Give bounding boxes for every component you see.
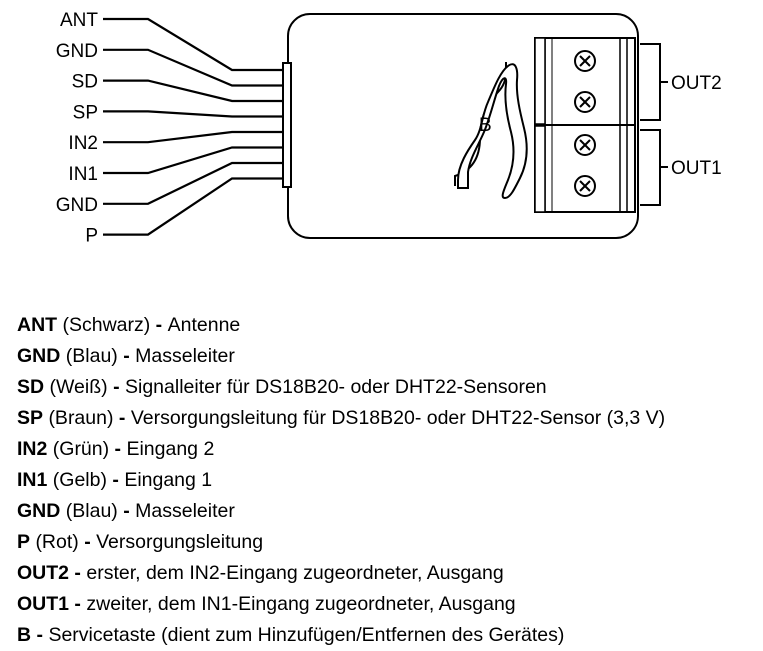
legend-item-out2: OUT2 - erster, dem IN2-Eingang zugeordne…	[17, 558, 665, 589]
legend-code: SD	[17, 376, 45, 398]
legend-wire-color: (Braun)	[48, 407, 114, 429]
legend-code: OUT1	[17, 593, 70, 615]
wire-line-sp-3	[103, 110, 283, 118]
wire-label-gnd-1: GND	[56, 41, 98, 62]
legend-description: erster, dem IN2-Eingang zugeordneter, Au…	[86, 562, 504, 584]
legend-description: Versorgungsleitung für DS18B20- oder DHT…	[130, 407, 666, 429]
legend-separator: -	[107, 376, 125, 398]
terminal-screws	[574, 50, 596, 197]
legend-code: GND	[17, 345, 61, 367]
legend-item-gnd: GND (Blau) - Masseleiter	[17, 496, 665, 527]
legend-code: B	[17, 624, 32, 646]
legend-wire-color: (Rot)	[35, 531, 79, 553]
legend-separator: -	[150, 314, 168, 336]
wire-entry-strip	[282, 62, 292, 188]
legend-code: IN1	[17, 469, 48, 491]
legend-description: Eingang 2	[126, 438, 215, 460]
legend-separator: -	[117, 345, 136, 367]
wire-label-sd-2: SD	[72, 72, 98, 93]
legend-item-in1: IN1 (Gelb) - Eingang 1	[17, 465, 665, 496]
legend-description: Masseleiter	[135, 345, 235, 367]
legend-code: OUT2	[17, 562, 70, 584]
legend-code: GND	[17, 500, 61, 522]
wire-label-ant-0: ANT	[60, 10, 98, 31]
wire-line-p-7	[103, 177, 283, 236]
legend-description: Antenne	[167, 314, 241, 336]
out2-label: OUT2	[671, 73, 722, 94]
wire-label-sp-3: SP	[73, 102, 98, 123]
wire-line-gnd-1	[103, 48, 283, 87]
legend-code: IN2	[17, 438, 48, 460]
legend-code: ANT	[17, 314, 58, 336]
wire-label-in2-4: IN2	[68, 133, 98, 154]
legend-wire-color: (Blau)	[65, 345, 118, 367]
legend-separator: -	[106, 469, 125, 491]
legend-item-in2: IN2 (Grün) - Eingang 2	[17, 434, 665, 465]
legend-description: Signalleiter für DS18B20- oder DHT22-Sen…	[125, 376, 547, 398]
legend-wire-color: (Grün)	[52, 438, 110, 460]
legend-description: Eingang 1	[124, 469, 213, 491]
legend-separator: -	[31, 624, 49, 646]
legend-description: Servicetaste (dient zum Hinzufügen/Entfe…	[48, 624, 565, 646]
terminal-screw-1	[574, 50, 596, 72]
legend-item-ant: ANT (Schwarz) - Antenne	[17, 310, 665, 341]
legend-wire-color: (Gelb)	[52, 469, 107, 491]
service-button-b-label: B	[479, 115, 492, 136]
out1-bracket	[640, 129, 668, 206]
legend-separator: -	[109, 438, 127, 460]
out1-label: OUT1	[671, 158, 722, 179]
legend-code: P	[17, 531, 31, 553]
out2-bracket	[640, 43, 668, 121]
legend-item-p: P (Rot) - Versorgungsleitung	[17, 527, 665, 558]
legend-description: Masseleiter	[135, 500, 235, 522]
wire-line-sd-2	[103, 79, 283, 103]
wire-label-p-7: P	[85, 226, 98, 247]
terminal-screw-4	[574, 175, 596, 197]
legend-description: Versorgungsleitung	[96, 531, 264, 553]
wire-line-in2-4	[103, 130, 283, 144]
legend-separator: -	[69, 593, 87, 615]
legend-item-b: B - Servicetaste (dient zum Hinzufügen/E…	[17, 620, 665, 651]
service-button-b[interactable]	[457, 63, 528, 200]
wire-line-gnd-6	[103, 161, 283, 205]
legend-item-sd: SD (Weiß) - Signalleiter für DS18B20- od…	[17, 372, 665, 403]
terminal-screw-2	[574, 91, 596, 113]
legend-wire-color: (Blau)	[65, 500, 118, 522]
wire-label-gnd-6: GND	[56, 195, 98, 216]
legend-separator: -	[117, 500, 136, 522]
legend-code: SP	[17, 407, 44, 429]
wire-line-in1-5	[103, 146, 283, 175]
legend-separator: -	[78, 531, 97, 553]
terminal-block	[534, 37, 636, 213]
legend-description: zweiter, dem IN1-Eingang zugeordneter, A…	[86, 593, 516, 615]
legend-wire-color: (Weiß)	[49, 376, 108, 398]
legend-separator: -	[113, 407, 131, 429]
legend-item-gnd: GND (Blau) - Masseleiter	[17, 341, 665, 372]
legend-wire-color: (Schwarz)	[62, 314, 151, 336]
terminal-screw-3	[574, 134, 596, 156]
wire-line-ant-0	[103, 17, 283, 72]
legend-separator: -	[69, 562, 87, 584]
legend-item-out1: OUT1 - zweiter, dem IN1-Eingang zugeordn…	[17, 589, 665, 620]
legend-item-sp: SP (Braun) - Versorgungsleitung für DS18…	[17, 403, 665, 434]
wire-label-in1-5: IN1	[68, 164, 98, 185]
